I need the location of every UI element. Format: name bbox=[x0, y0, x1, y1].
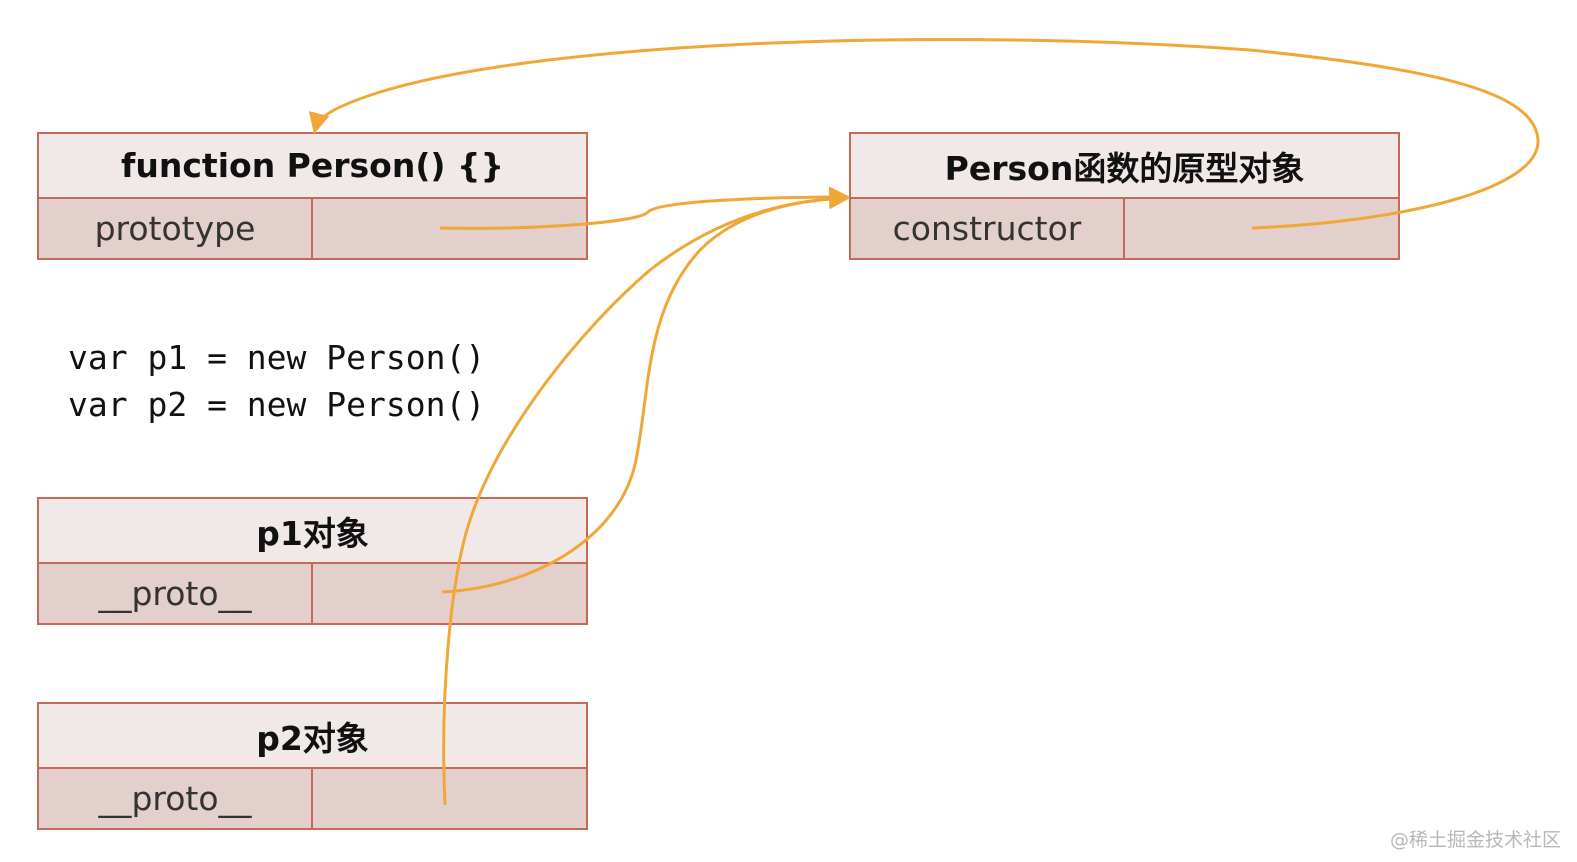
code-line-2: var p2 = new Person() bbox=[68, 385, 486, 424]
p1-proto-key-cell: __proto__ bbox=[39, 564, 313, 623]
p2-proto-to-prototype-object-arrow bbox=[442, 188, 851, 806]
prototype-key-cell: prototype bbox=[39, 199, 313, 258]
p1-object-header: p1对象 bbox=[39, 499, 586, 564]
person-prototype-box: Person函数的原型对象 constructor bbox=[849, 132, 1400, 260]
p2-proto-key-cell: __proto__ bbox=[39, 769, 313, 828]
function-person-row: prototype bbox=[39, 199, 586, 258]
p1-object-row: __proto__ bbox=[39, 564, 586, 623]
p2-object-box: p2对象 __proto__ bbox=[37, 702, 588, 830]
constructor-to-function-arrow bbox=[308, 38, 1540, 230]
watermark: @稀土掘金技术社区 bbox=[1389, 829, 1561, 851]
constructor-key-cell: constructor bbox=[851, 199, 1125, 258]
function-person-header: function Person() {} bbox=[39, 134, 586, 199]
p1-proto-to-prototype-object-arrow bbox=[441, 188, 851, 594]
function-person-box: function Person() {} prototype bbox=[37, 132, 588, 260]
prototype-to-prototype-object-arrow bbox=[439, 186, 851, 230]
p2-object-row: __proto__ bbox=[39, 769, 586, 828]
p1-object-box: p1对象 __proto__ bbox=[37, 497, 588, 625]
code-block: var p1 = new Person() var p2 = new Person… bbox=[68, 334, 485, 428]
p2-object-header: p2对象 bbox=[39, 704, 586, 769]
person-prototype-row: constructor bbox=[851, 199, 1398, 258]
person-prototype-header: Person函数的原型对象 bbox=[851, 134, 1398, 199]
code-line-1: var p1 = new Person() bbox=[68, 338, 486, 377]
